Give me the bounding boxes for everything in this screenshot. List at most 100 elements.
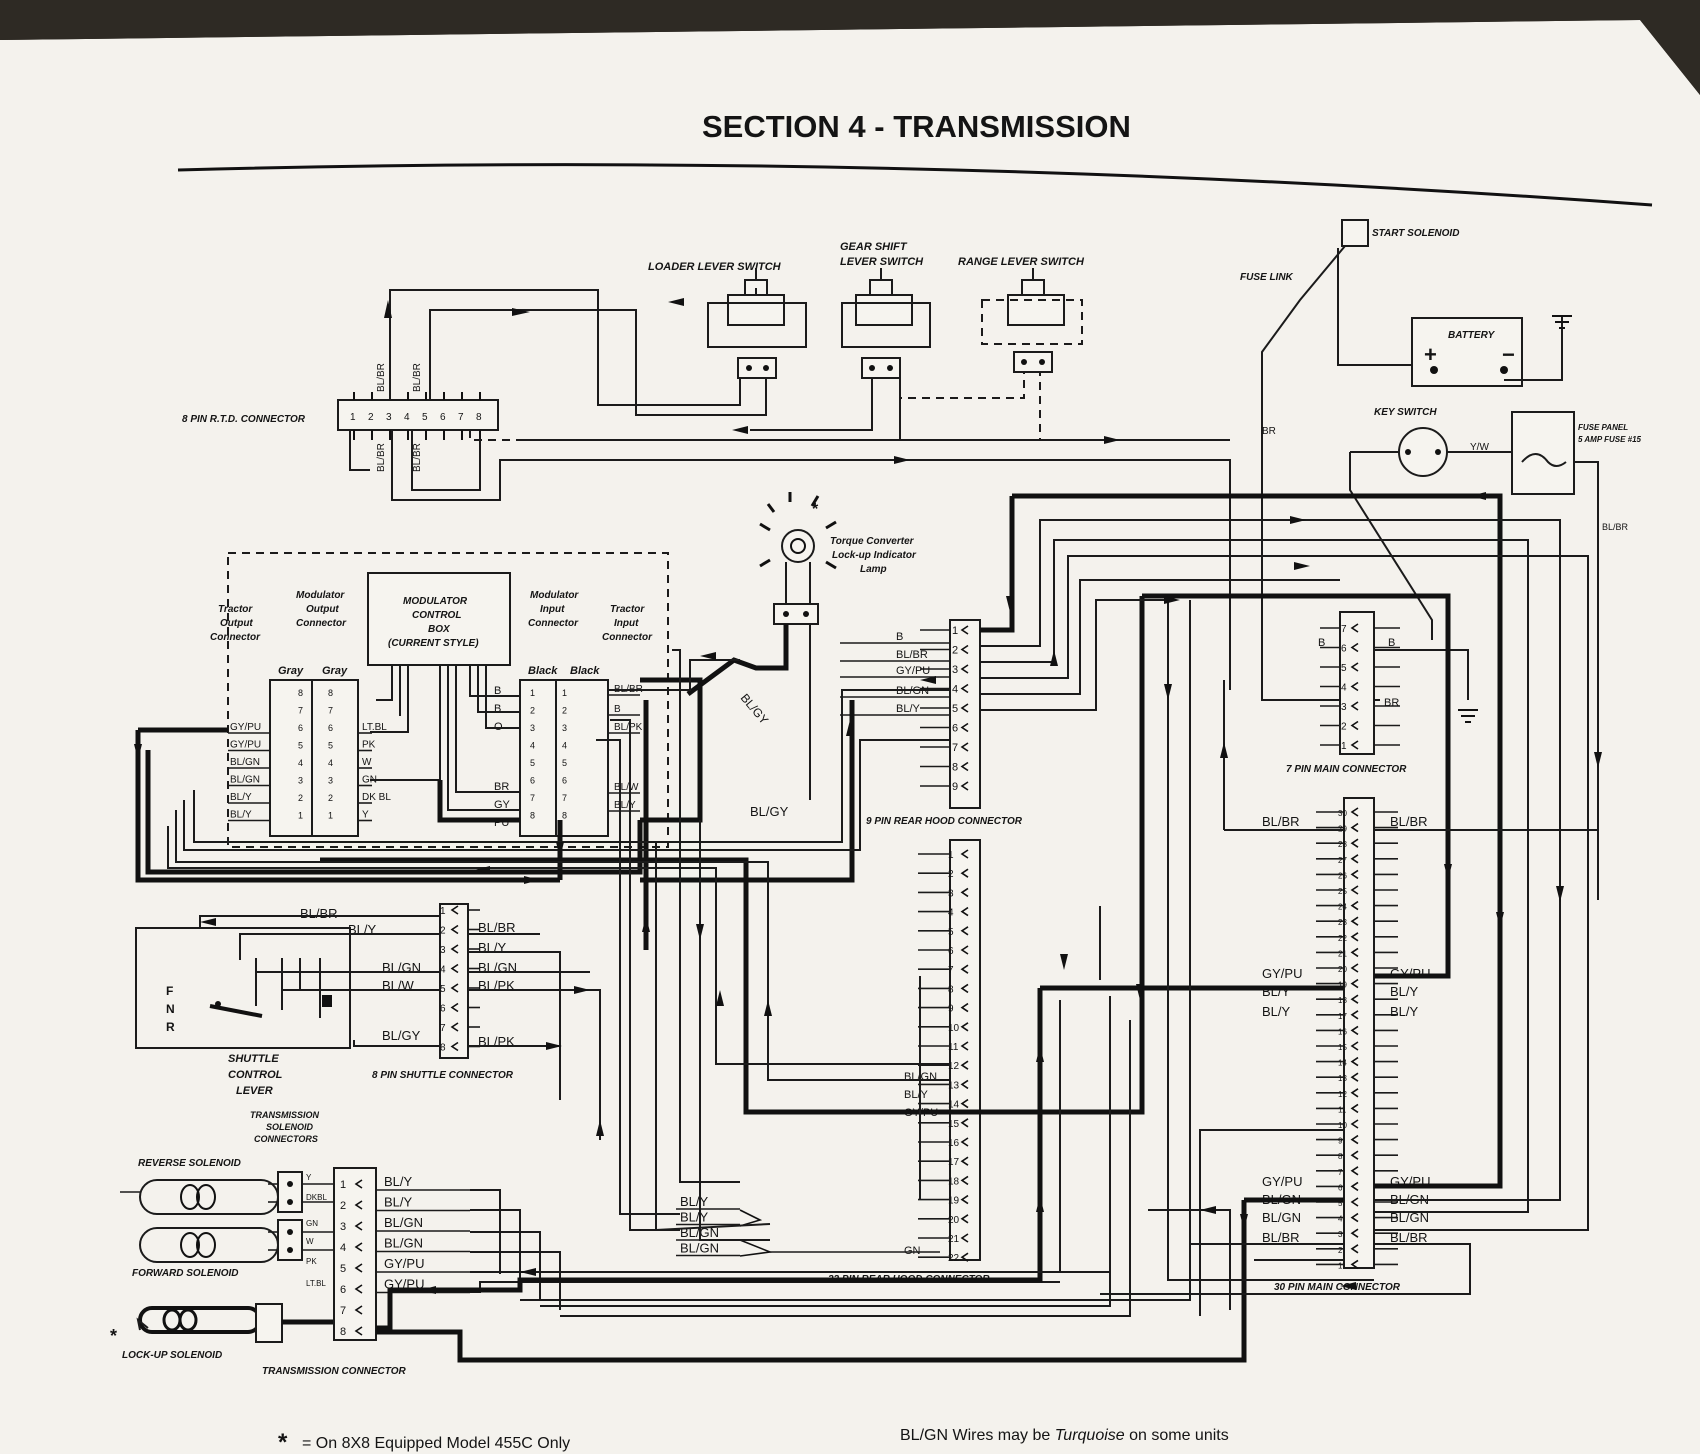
main30-right-wire-label: BL/BR — [1390, 814, 1428, 829]
rear22-pin-number: 6 — [948, 946, 954, 957]
tractor-output-wire-label: GY/PU — [230, 740, 261, 751]
svg-text:Connector: Connector — [528, 618, 579, 629]
pin-terminal-icon — [960, 926, 969, 936]
modulator-input-connector — [519, 679, 557, 837]
pin-terminal-icon — [960, 1252, 969, 1262]
rear9-pin-number: 3 — [952, 664, 958, 676]
svg-text:FUSE PANEL: FUSE PANEL — [1578, 423, 1628, 432]
tractor-output-wire-label: BL/GN — [230, 757, 260, 768]
main30-pin-number: 1 — [1338, 1261, 1343, 1270]
tractor-output-pin: 5 — [298, 741, 303, 751]
main7-left-b: B — [1318, 637, 1325, 649]
pin-terminal-icon — [960, 625, 969, 635]
svg-text:REVERSE SOLENOID: REVERSE SOLENOID — [138, 1158, 241, 1169]
svg-text:*: * — [278, 1429, 288, 1454]
svg-text:KEY SWITCH: KEY SWITCH — [1374, 407, 1437, 418]
modulator-output-pin: 6 — [328, 723, 333, 733]
pin-terminal-icon — [1350, 1259, 1359, 1270]
gray-label-1: Gray — [278, 665, 304, 677]
blgy-lamp-label-2: BL/GY — [750, 804, 789, 819]
pin-terminal-icon — [450, 944, 459, 954]
pin-terminal-icon — [450, 905, 459, 915]
main7-pin-number: 4 — [1341, 683, 1347, 694]
main30-pin-number: 23 — [1338, 918, 1347, 927]
modulator-input-pin: 4 — [530, 741, 535, 751]
tractor-input-wire-label: BL/PK — [614, 722, 643, 733]
transmission-wire-label: BL/Y — [384, 1174, 413, 1189]
pin-terminal-icon — [1350, 1134, 1359, 1145]
transmission-pin-number: 7 — [340, 1305, 346, 1317]
black-label-1: Black — [528, 665, 558, 677]
main7-right-b: B — [1388, 637, 1395, 649]
pin-terminal-icon — [960, 1214, 969, 1224]
pin-terminal-icon — [1350, 1072, 1359, 1082]
main30-left-wire-label: BL/BR — [1262, 814, 1300, 829]
pin-terminal-icon — [1350, 1103, 1359, 1114]
svg-text:−: − — [1502, 342, 1515, 367]
tractor-input-wire-label: BL/W — [614, 782, 639, 793]
rear9-wire-label: GY/PU — [896, 665, 930, 677]
tractor-output-pin: 8 — [298, 688, 303, 698]
solenoid-wire-label: Y — [306, 1173, 312, 1182]
svg-text:BL/BR: BL/BR — [412, 443, 423, 472]
pin-terminal-icon — [960, 1194, 969, 1205]
main30-pin-number: 6 — [1338, 1183, 1343, 1192]
rear22-pin-number: 14 — [948, 1100, 960, 1111]
footer-note-left: * = On 8X8 Equipped Model 455C Only — [278, 1429, 570, 1454]
pin-terminal-icon — [960, 1137, 969, 1147]
pin-terminal-icon — [960, 887, 969, 898]
pin-terminal-icon — [960, 1098, 969, 1109]
pin-terminal-icon — [1350, 701, 1359, 711]
shuttle-left-wire-label: BL/GY — [382, 1028, 421, 1043]
svg-text:Tractor: Tractor — [218, 604, 253, 615]
tractor-output-pin: 7 — [298, 706, 303, 716]
background-top — [0, 0, 1700, 95]
footer-note-right: BL/GN Wires may be Turquoise on some uni… — [900, 1427, 1229, 1444]
pin-terminal-icon — [1350, 642, 1359, 653]
main30-pin-number: 22 — [1338, 934, 1347, 943]
rear9-pin-number: 7 — [952, 742, 958, 754]
svg-text:LOCK-UP SOLENOID: LOCK-UP SOLENOID — [122, 1350, 222, 1361]
modulator-output-wire-label: W — [362, 757, 372, 768]
svg-text:TRANSMISSION: TRANSMISSION — [250, 1110, 320, 1120]
tractor-output-pin: 4 — [298, 758, 303, 768]
rtd-pin-number: 8 — [476, 412, 482, 423]
svg-text:BATTERY: BATTERY — [1448, 330, 1496, 341]
rear22-pin-number: 13 — [948, 1080, 960, 1091]
rear22-pin-number: 16 — [948, 1138, 960, 1149]
svg-text:*: * — [812, 501, 819, 518]
main-30pin-label: 30 PIN MAIN CONNECTOR — [1274, 1282, 1401, 1293]
main30-pin-number: 16 — [1338, 1027, 1347, 1036]
shuttle-control-lever: F N R SHUTTLE CONTROL LEVER — [135, 927, 351, 1097]
main7-pin-number: 1 — [1341, 741, 1347, 752]
pin-terminal-icon — [1350, 681, 1359, 692]
pin-terminal-icon — [960, 644, 969, 655]
rear9-wire-label: BL/BR — [896, 649, 928, 661]
transmission-pin-number: 3 — [340, 1221, 346, 1233]
pin-terminal-icon — [1350, 1056, 1359, 1067]
rtd-pin-number: 4 — [404, 412, 410, 423]
svg-text:RANGE LEVER SWITCH: RANGE LEVER SWITCH — [958, 256, 1085, 268]
shuttle-8pin-connector — [439, 903, 469, 1059]
solenoid-wire-label: LT.BL — [306, 1279, 326, 1288]
pin-terminal-icon — [960, 1022, 969, 1032]
tractor-input-connector — [555, 679, 609, 837]
black-label-2: Black — [570, 665, 600, 677]
modulator-input-pin: 3 — [530, 723, 535, 733]
tractor-input-pin: 4 — [562, 741, 567, 751]
pin-terminal-icon — [1350, 1228, 1359, 1238]
modulator-output-wire-label: PK — [362, 740, 376, 751]
pin-terminal-icon — [354, 1200, 363, 1210]
main30-pin-number: 25 — [1338, 887, 1347, 896]
svg-text:LEVER: LEVER — [236, 1085, 273, 1097]
junction-wire-label: BL/Y — [680, 1210, 709, 1225]
pin-terminal-icon — [354, 1242, 363, 1252]
br-label: BR — [1262, 426, 1276, 437]
shuttle-pin-number: 3 — [440, 945, 446, 956]
svg-text:Output: Output — [220, 618, 253, 629]
rtd-pin-number: 6 — [440, 412, 446, 423]
pin-terminal-icon — [960, 906, 969, 917]
